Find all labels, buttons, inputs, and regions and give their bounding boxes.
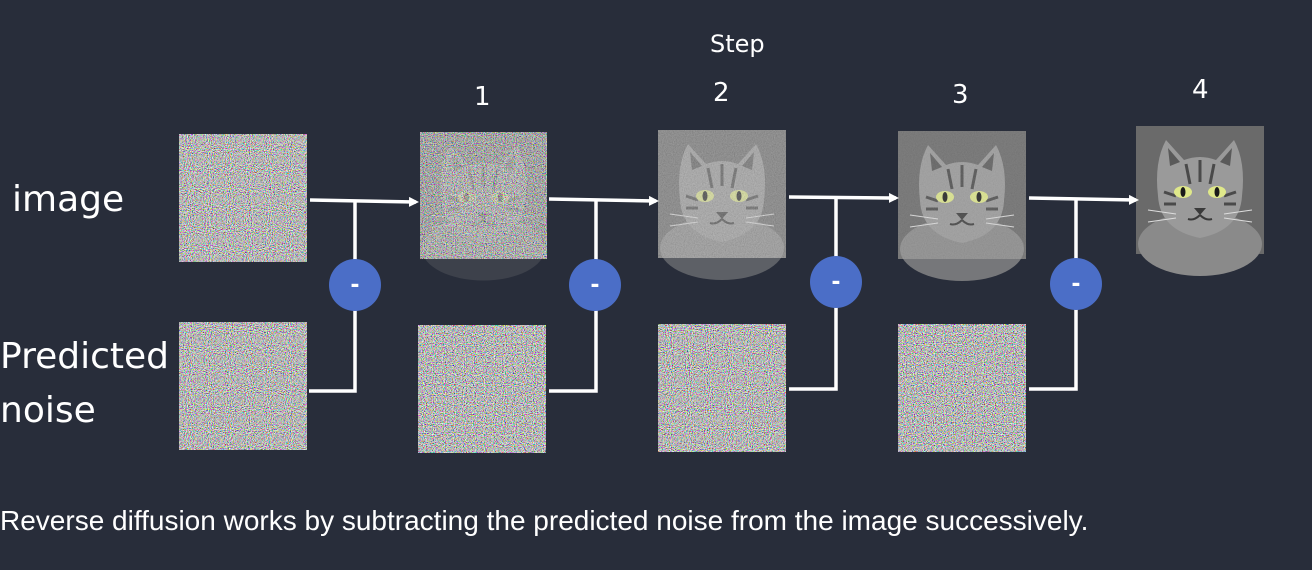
- step-number-1: 1: [474, 82, 491, 112]
- svg-text:-: -: [350, 273, 359, 298]
- predicted-noise-tile-4: [898, 324, 1026, 452]
- svg-text:-: -: [831, 270, 840, 295]
- predicted-noise-row-label: Predicted noise: [0, 336, 169, 431]
- minus-circle-icon: -: [810, 256, 862, 308]
- minus-circle-icon: -: [329, 259, 381, 311]
- svg-text:-: -: [1071, 272, 1080, 297]
- arrow-icon: [788, 192, 899, 203]
- arrow-icon: [1028, 194, 1139, 205]
- image-step-3-tile: [896, 129, 1028, 283]
- image-step-4-tile: [1134, 124, 1266, 278]
- image-step-1-tile: [418, 130, 549, 282]
- predicted-noise-tile-1: [179, 322, 307, 450]
- step-number-3: 3: [952, 80, 969, 110]
- caption: Reverse diffusion works by subtracting t…: [0, 505, 1089, 536]
- minus-circle-icon: -: [1050, 258, 1102, 310]
- arrow-icon: [548, 195, 659, 206]
- step-number-4: 4: [1192, 75, 1209, 105]
- step-axis-title: Step: [710, 30, 765, 58]
- image-row-label: image: [12, 179, 125, 220]
- svg-text:-: -: [590, 273, 599, 298]
- step-number-2: 2: [713, 78, 730, 108]
- predicted-noise-tile-2: [418, 325, 546, 453]
- arrow-icon: [309, 196, 419, 207]
- image-noise-tile-0: [179, 134, 307, 262]
- minus-circle-icon: -: [569, 259, 621, 311]
- image-step-2-tile: [656, 128, 788, 282]
- predicted-noise-tile-3: [658, 324, 786, 452]
